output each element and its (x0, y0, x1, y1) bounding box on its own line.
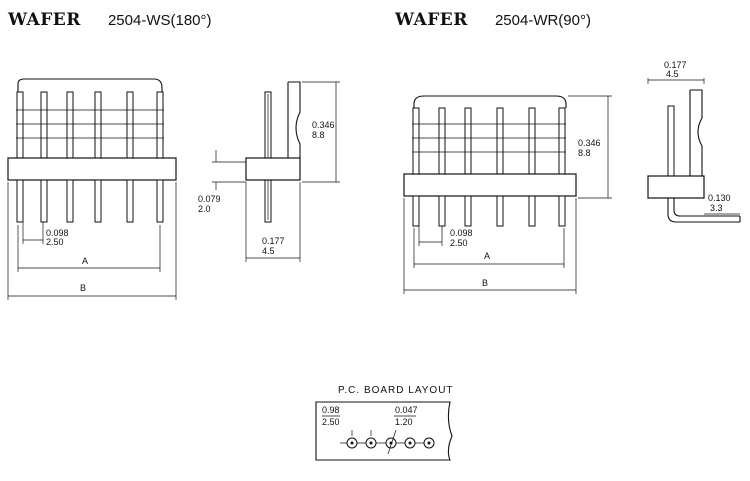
ws-width-in: 0.177 (262, 236, 285, 246)
pcb-hole-mm: 1.20 (395, 417, 413, 427)
pcb-title: P.C. BOARD LAYOUT (338, 385, 454, 396)
ws-side-housing (245, 157, 301, 181)
ws-side-view: 0.346 8.8 0.079 2.0 0.177 4.5 (198, 81, 340, 262)
wr-tail-in: 0.130 (708, 193, 731, 203)
ws-height-in: 0.346 (312, 120, 335, 130)
wr-upper-pin-4 (496, 107, 504, 175)
ws-offset-mm: 2.0 (198, 204, 211, 214)
wr-height-mm: 8.8 (578, 148, 591, 158)
wr-upper-pin-3 (464, 107, 472, 175)
wr-housing (403, 173, 577, 197)
wr-side-housing (647, 175, 705, 199)
wr-pitch-mm: 2.50 (450, 238, 468, 248)
wr-side-pin-bend-inner (673, 198, 740, 217)
wr-side-pin-bend-outer (667, 198, 740, 223)
wr-brand: WAFER (395, 10, 468, 30)
ws-bracket-top (17, 78, 163, 92)
wr-bracket-top (413, 95, 567, 108)
ws-upper-pin-3 (66, 91, 74, 159)
ws-height-mm: 8.8 (312, 130, 325, 140)
ws-title: WAFER 2504-WS(180°) (8, 10, 212, 30)
ws-dim-b: B (80, 283, 86, 293)
ws-lower-pin-6 (156, 179, 164, 223)
wr-lower-pin-5 (528, 195, 536, 227)
ws-housing (7, 157, 177, 181)
wr-width-in: 0.177 (664, 60, 687, 70)
ws-upper-pins (16, 91, 164, 159)
ws-side-latch (288, 81, 301, 158)
pcb-layout: P.C. BOARD LAYOUT 0.98 2.50 0.047 1.20 (315, 385, 454, 461)
pcb-pitch-mm: 2.50 (322, 417, 340, 427)
pcb-pitch-in: 0.98 (322, 405, 340, 415)
ws-upper-pin-2 (40, 91, 48, 159)
wr-dim-b: B (482, 278, 488, 288)
wr-upper-pin-1 (412, 107, 420, 175)
pcb-leader (387, 429, 397, 455)
wr-title: WAFER 2504-WR(90°) (395, 10, 591, 30)
ws-pitch-in: 0.098 (46, 228, 69, 238)
wr-width-mm: 4.5 (666, 69, 679, 79)
wr-pitch-in: 0.098 (450, 228, 473, 238)
wr-lower-pin-2 (438, 195, 446, 227)
wr-dim-a: A (484, 251, 490, 261)
ws-upper-pin-1 (16, 91, 24, 159)
ws-lower-pin-3 (66, 179, 74, 223)
wr-lower-pins (412, 195, 566, 227)
wr-side-latch (690, 89, 703, 176)
pcb-outline (315, 401, 453, 461)
ws-pitch-mm: 2.50 (46, 237, 64, 247)
ws-lower-pins (16, 179, 164, 223)
wr-height-in: 0.346 (578, 138, 601, 148)
wr-model: 2504-WR(90°) (494, 12, 591, 29)
wr-side-pin-vertical (667, 105, 675, 177)
pcb-hole-center-1 (350, 441, 354, 445)
wr-lower-pin-3 (464, 195, 472, 227)
ws-width-mm: 4.5 (262, 246, 275, 256)
ws-front-view: 0.098 2.50 A B (7, 78, 177, 300)
ws-upper-pin-5 (126, 91, 134, 159)
ws-brand: WAFER (8, 10, 81, 30)
wr-upper-pin-2 (438, 107, 446, 175)
ws-upper-pin-6 (156, 91, 164, 159)
ws-dim-a: A (82, 256, 88, 266)
pcb-holes (346, 437, 435, 449)
wr-lower-pin-1 (412, 195, 420, 227)
wr-upper-pins (412, 107, 566, 175)
ws-lower-pin-1 (16, 179, 24, 223)
pcb-hole-in: 0.047 (395, 405, 418, 415)
wr-tail-mm: 3.3 (710, 203, 723, 213)
ws-upper-pin-4 (94, 91, 102, 159)
wr-upper-pin-5 (528, 107, 536, 175)
pcb-hole-center-5 (427, 441, 431, 445)
pcb-hole-center-4 (408, 441, 412, 445)
pcb-hole-center-2 (369, 441, 373, 445)
ws-offset-in: 0.079 (198, 194, 221, 204)
wr-upper-pin-6 (558, 107, 566, 175)
ws-lower-pin-4 (94, 179, 102, 223)
ws-lower-pin-2 (40, 179, 48, 223)
wr-side-view: 0.177 4.5 0.130 3.3 (647, 60, 741, 223)
wr-front-view: 0.346 8.8 0.098 2.50 A B (403, 95, 612, 294)
ws-model: 2504-WS(180°) (107, 12, 212, 29)
wr-lower-pin-4 (496, 195, 504, 227)
wr-lower-pin-6 (558, 195, 566, 227)
ws-lower-pin-5 (126, 179, 134, 223)
